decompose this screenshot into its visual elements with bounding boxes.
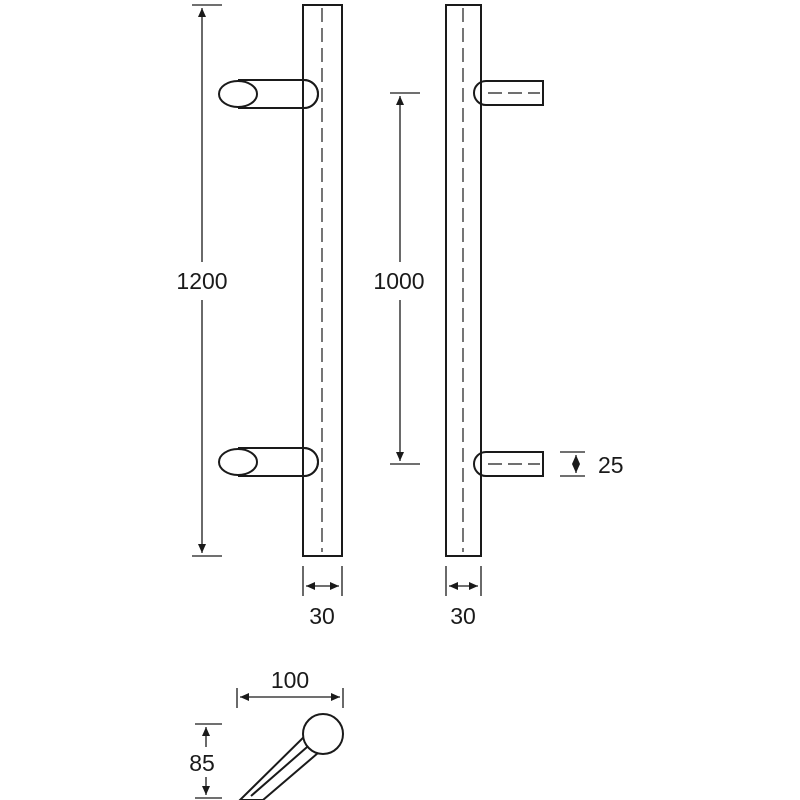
dim-1200-label: 1200 [176,268,227,294]
dim-100-label: 100 [271,667,309,693]
plan-bar-section [302,713,344,755]
side-bottom-standoff [473,451,544,477]
dim-25-label: 25 [598,452,624,478]
plan-view: 100 85 [189,667,344,800]
front-view: 1200 30 [176,4,343,629]
side-top-standoff [473,80,544,106]
dim-30-side-label: 30 [450,603,476,629]
side-bar [445,4,482,557]
front-top-standoff-end [218,80,258,108]
dim-30-front-label: 30 [309,603,335,629]
dim-1000-label: 1000 [373,268,424,294]
side-view: 1000 25 30 [373,4,624,629]
front-bar [302,4,343,557]
dim-85-label: 85 [189,750,215,776]
front-bottom-standoff-end [218,448,258,476]
